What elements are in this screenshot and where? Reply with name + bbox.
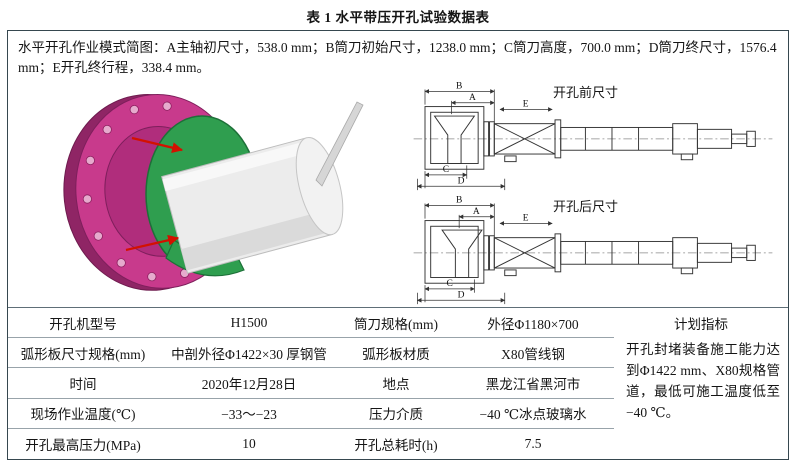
dim-label-d: D [458,290,465,300]
total-time-label: 开孔总耗时(h) [354,437,438,453]
table-frame: 水平开孔作业模式简图：A主轴初尺寸，538.0 mm；B筒刀初始尺寸，1238.… [7,30,789,460]
figures-area: 开孔前尺寸 [8,78,788,309]
render-3d-figure [63,94,364,291]
machine-model-label: 开孔机型号 [8,308,158,339]
dim-label-a: A [469,93,476,103]
dim-label-b: B [456,82,462,92]
caption-before-tapping: 开孔前尺寸 [550,82,622,101]
drawing-before-tapping: B A E C D [413,82,773,191]
arc-plate-material-value: X80管线钢 [452,338,614,369]
total-time-value: 7.5 [524,435,542,451]
cutter-cylinder [161,137,344,274]
machine-outline [424,220,756,284]
cutter-spec-value: 外径Φ1180×700 [452,308,614,339]
spindle-shaft [315,101,364,187]
date-value: 2020年12月28日 [158,368,340,399]
max-pressure-label: 开孔最高压力(MPa) [25,437,141,453]
dimension-lines [416,89,553,191]
dim-label-e: E [523,214,529,224]
drawing-after-tapping: B A E C D [413,196,773,305]
machine-model-value: H1500 [158,308,340,339]
table-title: 表 1 水平带压开孔试验数据表 [306,10,490,25]
dim-label-c: C [443,165,449,175]
feed-direction-arrows [125,136,184,252]
plan-indicator-text: 开孔封堵装备施工能力达到Φ1422 mm、X80规格管道，最低可施工温度低至−4… [626,342,780,420]
date-label: 时间 [8,368,158,399]
location-label: 地点 [340,368,452,399]
machine-outline [424,106,756,170]
max-pressure-value: 10 [242,435,256,451]
caption-after-tapping: 开孔后尺寸 [550,196,622,215]
dimension-lines [416,203,553,305]
pressure-medium-label: 压力介质 [340,399,452,429]
dim-label-e: E [523,100,529,110]
pressure-medium-value: −40 ℃冰点玻璃水 [452,399,614,429]
dim-label-c: C [447,279,453,289]
plan-indicator-header: 计划指标 [674,317,728,333]
site-temperature-value: −33～−23 [158,399,340,429]
dim-label-a: A [473,207,480,217]
figure-description: 水平开孔作业模式简图：A主轴初尺寸，538.0 mm；B筒刀初始尺寸，1238.… [18,40,777,76]
dim-label-b: B [456,196,462,206]
arc-plate-material-label: 弧形板材质 [340,338,452,369]
cutter-spec-label: 筒刀规格(mm) [340,308,452,339]
site-temperature-label: 现场作业温度(℃) [8,399,158,429]
location-value: 黑龙江省黑河市 [452,368,614,399]
arc-plate-size-label: 弧形板尺寸规格(mm) [8,338,158,369]
drawings-area: 开孔前尺寸 [400,80,786,308]
data-table: 开孔机型号 H1500 筒刀规格(mm) 外径Φ1180×700 计划指标 弧形… [8,307,788,459]
arc-plate-size-value: 中剖外径Φ1422×30 厚钢管 [158,338,340,369]
dim-label-d: D [458,176,465,186]
